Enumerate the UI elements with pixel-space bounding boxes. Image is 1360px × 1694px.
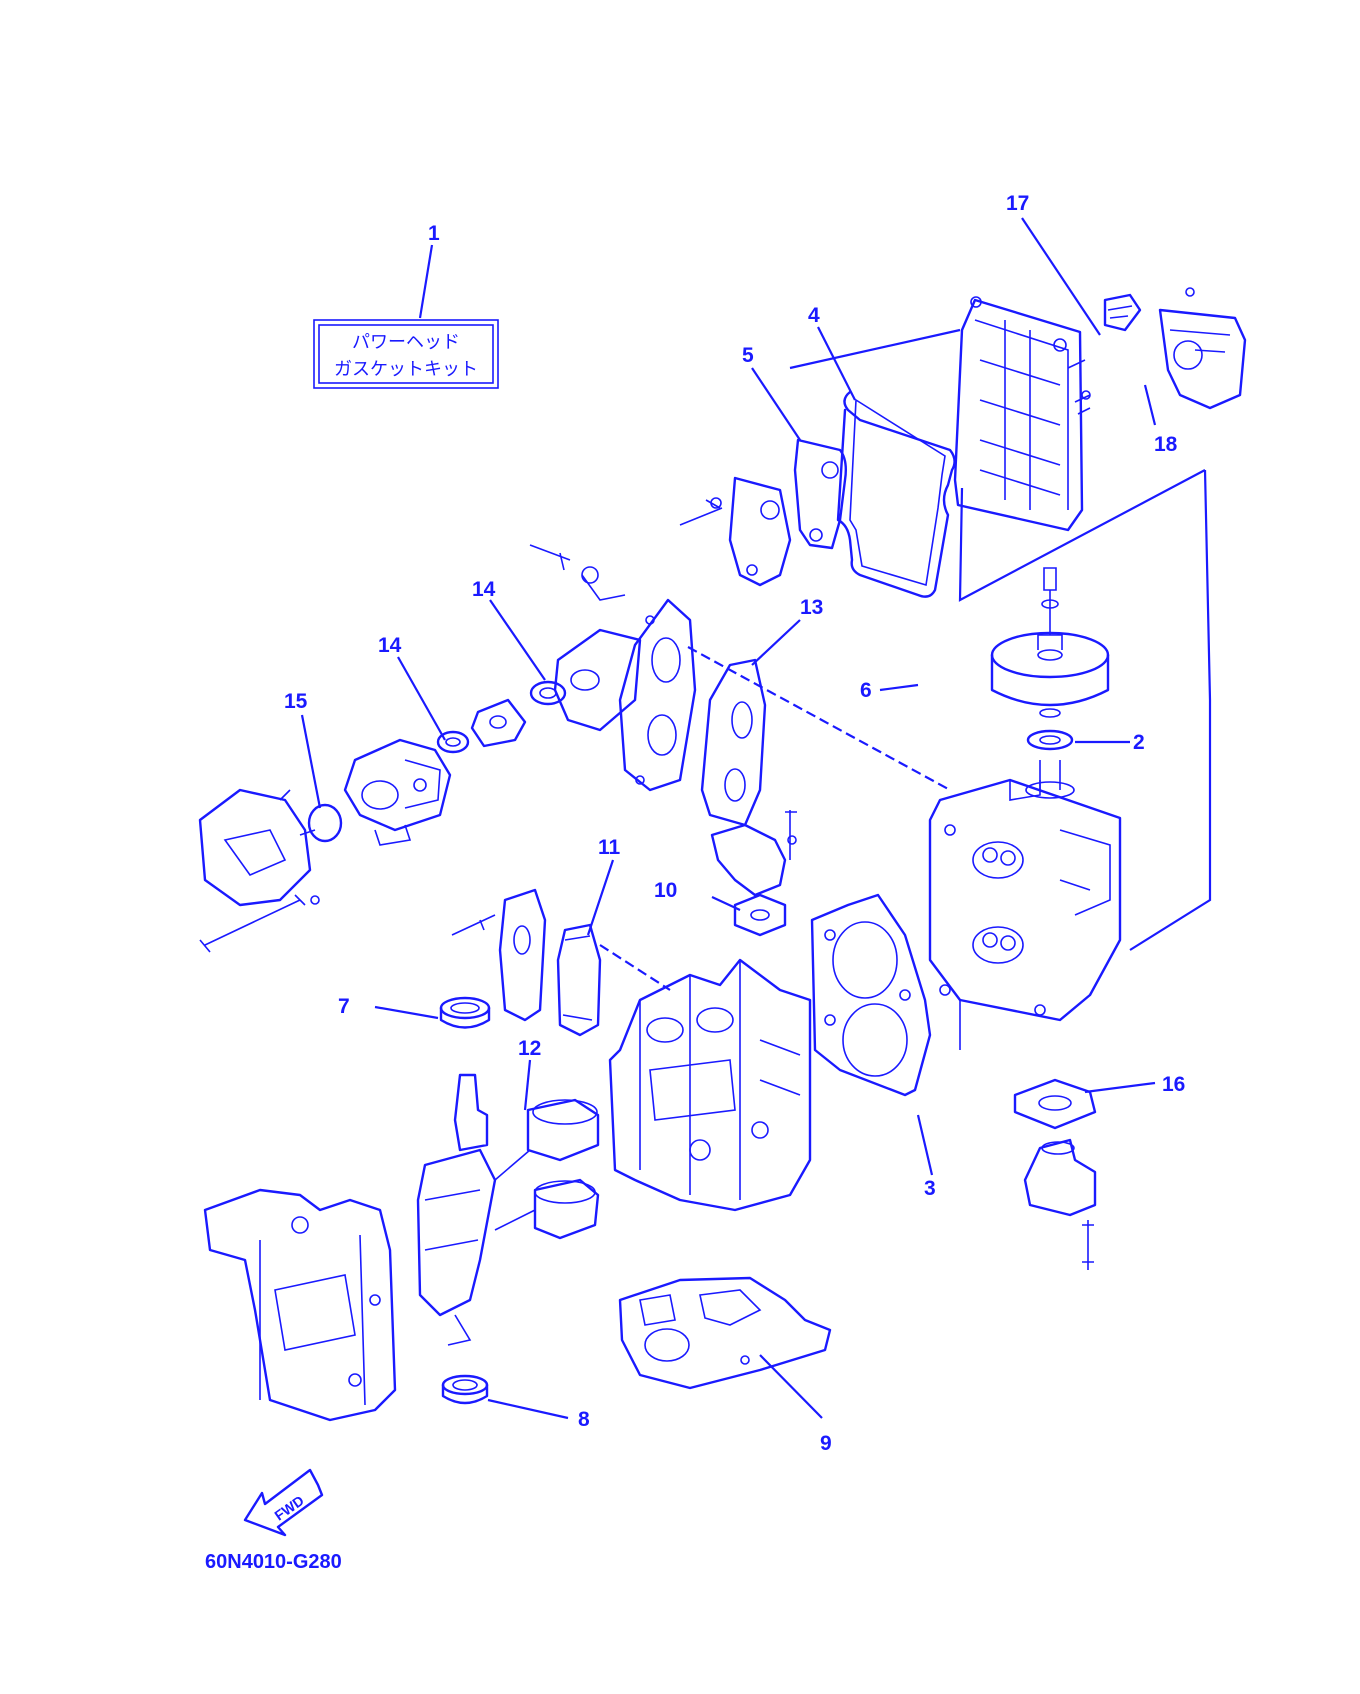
- callout-1: 1: [428, 222, 440, 245]
- head-cover: [953, 296, 1084, 532]
- head-cover-bolts: [1067, 359, 1091, 415]
- exhaust-cover: [618, 598, 767, 827]
- thermostat-cover: [1103, 287, 1247, 410]
- reference-lines: [599, 328, 1212, 991]
- cylinder-block-right: [928, 760, 1122, 1050]
- head-cover-gasket: [836, 390, 956, 598]
- water-cover-gasket: [451, 888, 602, 1037]
- oring-15: [307, 803, 343, 843]
- callout-12: 12: [518, 1037, 541, 1060]
- callout-14-upper: 14: [472, 578, 496, 601]
- diagram-code: 60N4010-G280: [205, 1551, 342, 1573]
- breather-plate: [679, 438, 848, 587]
- callout-16: 16: [1162, 1073, 1185, 1096]
- kit-label-line1: パワーヘッド: [352, 332, 460, 353]
- callout-5: 5: [742, 344, 754, 367]
- head-cover-gasket-inner: [849, 398, 946, 587]
- callout-14-lower: 14: [378, 634, 402, 657]
- oil-seal-8: [441, 1374, 489, 1405]
- gasket-kit-label: パワーヘッド ガスケットキット: [313, 319, 499, 389]
- water-pump: [1013, 1078, 1097, 1270]
- thermo-bracket: [710, 810, 797, 937]
- callout-13: 13: [800, 596, 823, 619]
- callout-10: 10: [654, 879, 677, 902]
- callout-leaders: [300, 217, 1157, 1420]
- callout-numbers: 1 2 3 4 5 6 7 8 9 10 11 12 13 14 14 15 1…: [284, 192, 1185, 1455]
- callout-11: 11: [598, 836, 621, 859]
- callout-9: 9: [820, 1432, 832, 1455]
- fwd-direction-arrow: FWD: [243, 1468, 324, 1537]
- callout-6: 6: [860, 679, 872, 702]
- callout-18: 18: [1154, 433, 1178, 456]
- oil-seal-7: [439, 996, 491, 1029]
- callout-4: 4: [808, 304, 820, 327]
- air-silencer: [198, 788, 320, 953]
- callout-17: 17: [1006, 192, 1029, 215]
- crankcase-block: [608, 958, 812, 1212]
- lower-casing: [203, 1188, 397, 1422]
- cylinder-head-gasket: [810, 893, 932, 1097]
- callout-2: 2: [1133, 731, 1145, 754]
- flywheel: [990, 567, 1110, 751]
- callout-8: 8: [578, 1408, 590, 1431]
- crankshaft-assembly: [416, 1073, 600, 1346]
- intake-manifold: [436, 544, 642, 754]
- callout-7: 7: [338, 995, 350, 1018]
- base-gasket: [618, 1276, 832, 1390]
- callout-15: 15: [284, 690, 308, 713]
- callout-3: 3: [924, 1177, 936, 1200]
- kit-label-line2: ガスケットキット: [334, 359, 478, 380]
- carburetor: [343, 738, 452, 846]
